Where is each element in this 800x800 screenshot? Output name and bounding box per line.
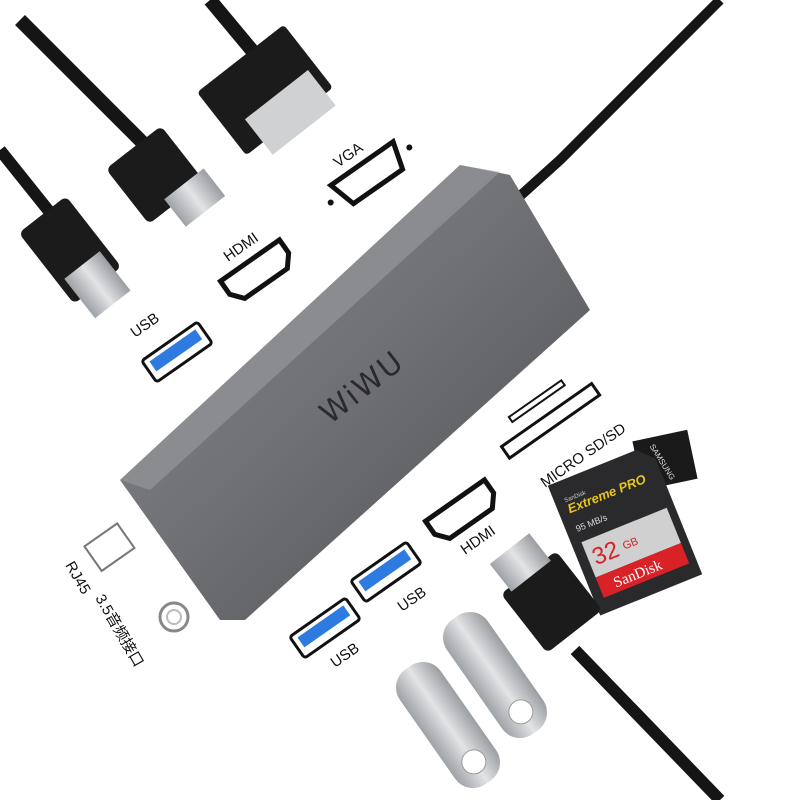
usb-port-icon: [350, 541, 422, 603]
hdmi-port-icon: [421, 476, 497, 542]
hdmi-cable-bottom: [489, 533, 725, 800]
usb-a-cable: [0, 146, 131, 319]
rj45-port-icon: [83, 522, 136, 573]
label-usb-mid: USB: [395, 584, 430, 616]
label-rj45: RJ45: [62, 559, 94, 598]
hub-cable: [506, 0, 724, 209]
sd-card: SanDisk Extreme PRO 95 MB/s 32 GB SanDis…: [547, 450, 703, 616]
usb-port-icon: [289, 597, 361, 659]
usb-port-icon: [141, 321, 213, 383]
usb-flash-drive: [443, 611, 547, 739]
usb-hub: WiWU: [120, 165, 590, 620]
vga-port-icon: [326, 137, 413, 207]
label-usb-top: USB: [128, 310, 163, 342]
label-audio: 3.5音频接口: [92, 592, 147, 671]
hdmi-cable: [15, 15, 226, 227]
hdmi-port-icon: [216, 236, 292, 302]
sd-slot-icon: [499, 378, 602, 461]
label-hdmi-top: HDMI: [221, 229, 262, 265]
vga-cable: [198, 0, 336, 155]
sd-unit: GB: [621, 535, 640, 552]
usb-flash-drive: [396, 661, 500, 789]
audio-jack-icon: [158, 601, 190, 633]
label-usb-bottom: USB: [328, 640, 363, 672]
